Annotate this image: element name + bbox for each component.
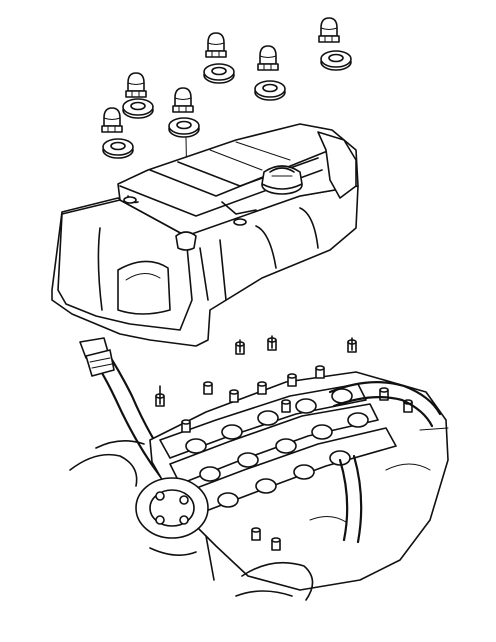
sealing-washer bbox=[320, 50, 352, 71]
sealing-washer bbox=[168, 117, 200, 138]
sealing-washer bbox=[203, 63, 235, 84]
cap-nut bbox=[318, 17, 340, 43]
sealing-washer bbox=[102, 138, 134, 159]
cap-nut bbox=[205, 32, 227, 58]
engine-head-assembly bbox=[69, 335, 449, 601]
sealing-washer bbox=[254, 80, 286, 101]
cap-nut bbox=[257, 45, 279, 71]
cap-nut bbox=[125, 72, 147, 98]
cap-nut bbox=[172, 87, 194, 113]
cylinder-head-cover bbox=[51, 123, 359, 347]
rocker-arms bbox=[185, 388, 369, 508]
cam-pulley bbox=[135, 477, 209, 539]
sealing-washer bbox=[122, 98, 154, 119]
oil-filler-cap bbox=[261, 165, 303, 195]
cap-nut bbox=[101, 107, 123, 133]
